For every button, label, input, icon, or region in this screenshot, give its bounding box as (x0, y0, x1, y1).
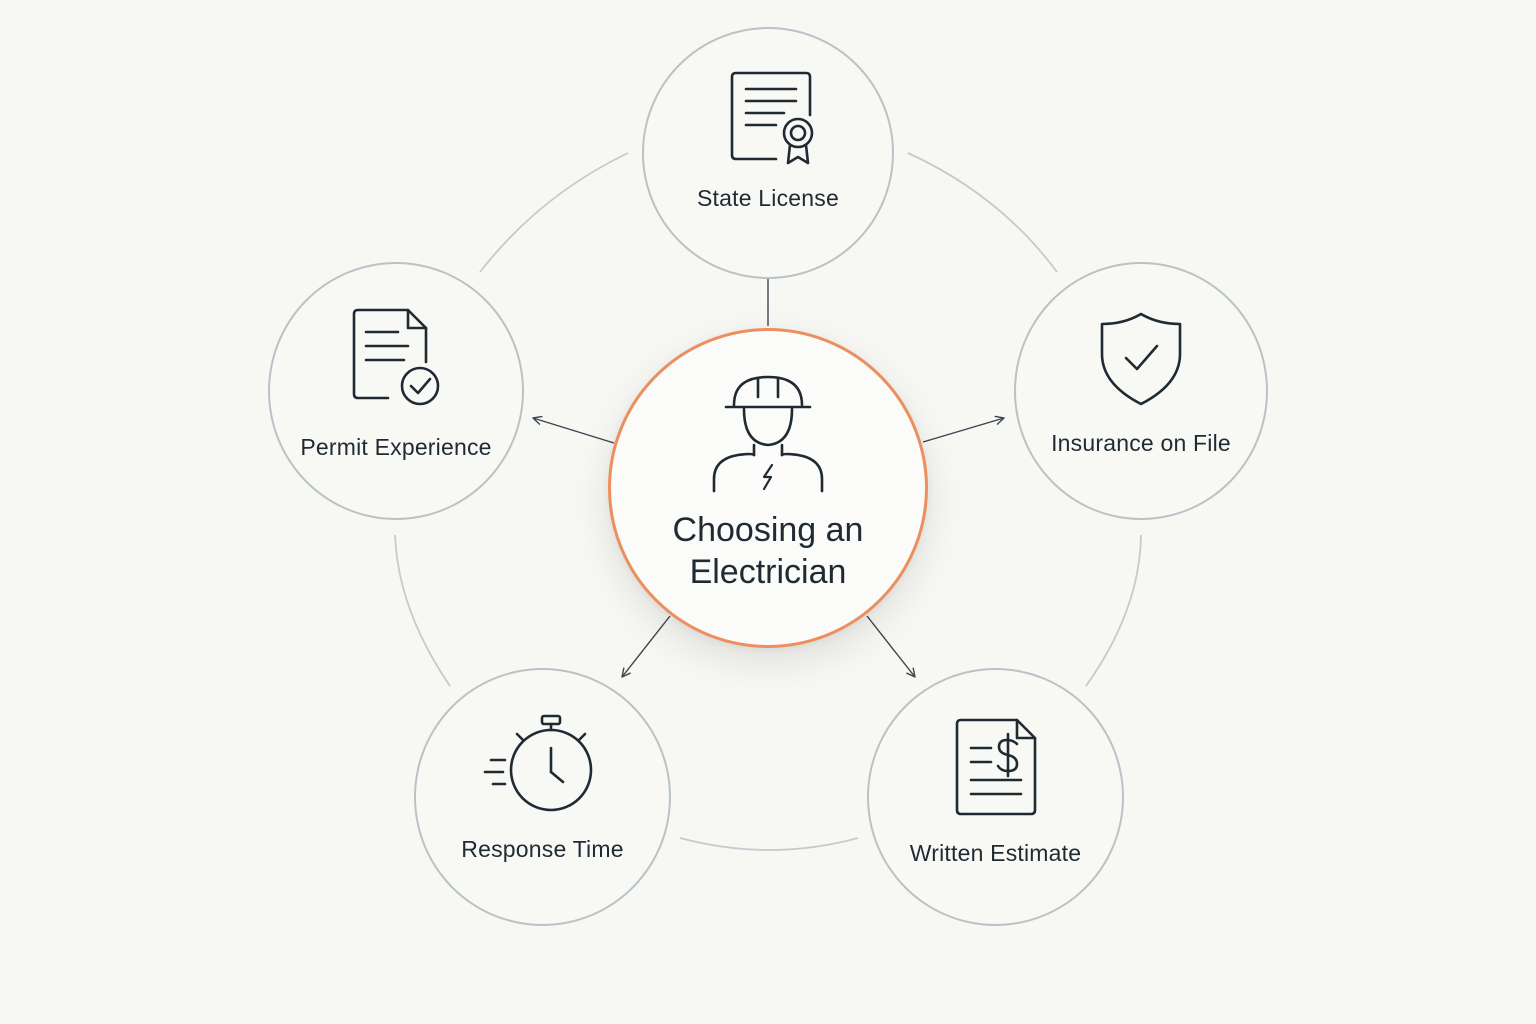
license-certificate-icon (730, 71, 814, 165)
node-label: Permit Experience (300, 434, 492, 460)
node-response-time: Response Time (414, 668, 671, 926)
estimate-document-dollar-icon (955, 718, 1036, 816)
arrow-to-written-estimate (866, 615, 916, 678)
node-label: State License (697, 185, 839, 211)
ring-arc-response-permit (394, 534, 451, 687)
node-insurance: Insurance on File (1014, 262, 1268, 520)
node-label: Written Estimate (909, 840, 1082, 866)
node-label: Insurance on File (1051, 430, 1231, 456)
center-title-line1: Choosing an (672, 511, 864, 549)
document-check-icon (352, 308, 440, 406)
arrow-to-insurance (922, 415, 1005, 443)
ring-arc-estimate-response (679, 837, 859, 851)
ring-arc-license-insurance (907, 152, 1058, 273)
shield-check-icon (1100, 312, 1182, 406)
arrow-to-response-time (621, 615, 671, 678)
node-written-estimate: Written Estimate (867, 668, 1124, 926)
node-label: Response Time (461, 836, 624, 862)
stopwatch-icon (483, 714, 592, 812)
center-hub: Choosing an Electrician (608, 328, 928, 648)
center-title-line2: Electrician (689, 553, 847, 591)
ring-arc-permit-license (479, 152, 629, 273)
node-permit-experience: Permit Experience (268, 262, 524, 520)
center-title: Choosing an Electrician (638, 509, 898, 593)
ring-arc-insurance-estimate (1085, 534, 1142, 687)
electrician-hardhat-icon (712, 375, 824, 493)
node-state-license: State License (642, 27, 894, 279)
arrow-to-permit-experience (532, 415, 615, 444)
